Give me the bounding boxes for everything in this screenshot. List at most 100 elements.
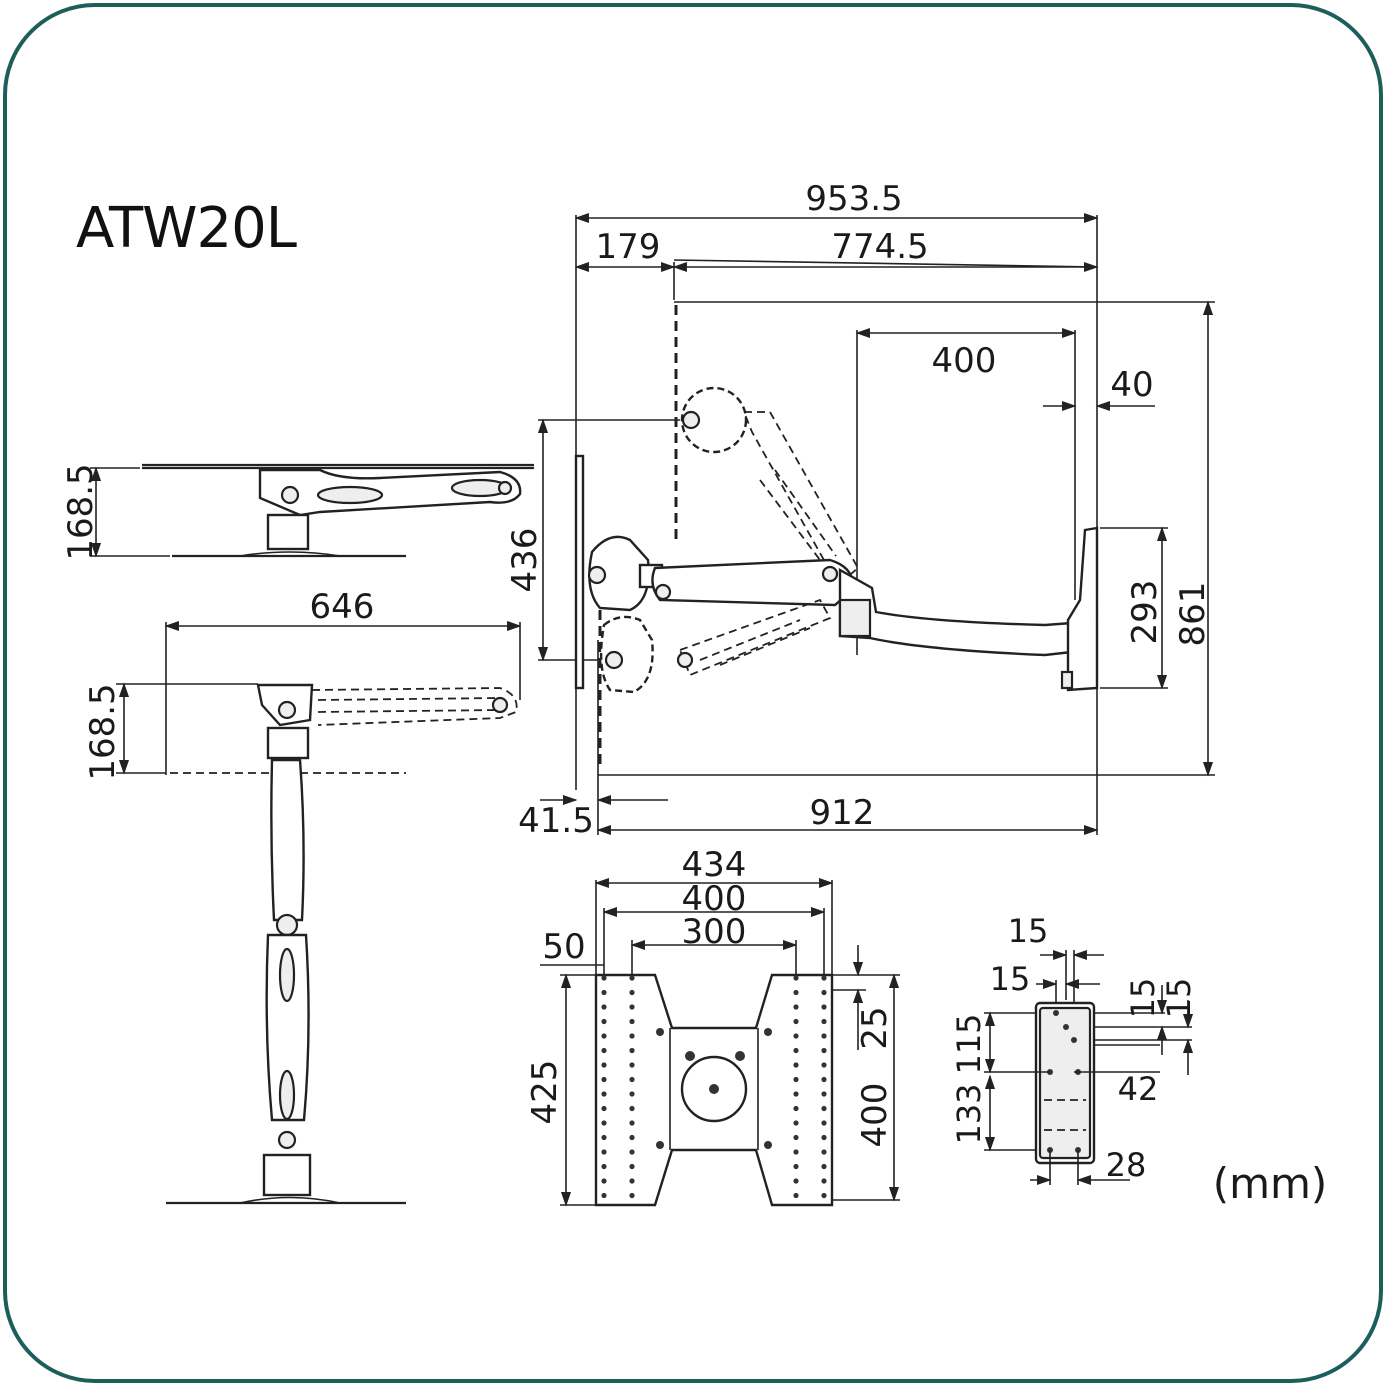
outer-frame [3,3,1383,1383]
wall-plate-view: 15 15 15 15 42 115 133 [950,912,1198,1186]
mount-hole [793,1076,799,1083]
dim-861: 861 [1173,582,1213,647]
mount-hole [601,975,607,981]
mount-hole [601,1047,607,1054]
mount-hole [629,1163,635,1170]
mount-hole [629,1018,635,1025]
mount-hole [629,1047,635,1054]
mount-hole [601,1033,607,1039]
mount-hole [793,1178,799,1184]
mount-hole [629,1178,635,1184]
dim-15-b: 15 [990,960,1031,998]
dim-774-5: 774.5 [831,227,928,267]
dim-15-a: 15 [1008,912,1049,950]
dim-953-5: 953.5 [805,179,902,219]
mount-hole [629,989,635,996]
dim-400-plate: 400 [682,879,747,919]
mount-hole [601,1163,607,1170]
dim-179: 179 [596,227,661,267]
mount-hole [821,1062,827,1068]
mount-hole [821,975,827,981]
dim-115: 115 [950,1013,988,1074]
mount-hole [601,1120,607,1126]
mount-hole [821,1134,827,1141]
mount-hole [821,989,827,996]
unit-label: (mm) [1213,1159,1328,1208]
dim-646: 646 [310,587,375,627]
mount-hole [629,1062,635,1068]
dim-15-c: 15 [1124,978,1162,1019]
mount-hole [793,975,799,981]
mount-hole [793,1004,799,1010]
mount-hole [629,1091,635,1097]
mount-hole [601,989,607,996]
dim-133: 133 [950,1083,988,1144]
mount-hole [793,1105,799,1112]
mount-hole [601,1091,607,1097]
dim-434: 434 [682,845,747,885]
dim-300: 300 [682,912,747,952]
arm-lowered [599,598,832,694]
mount-hole [629,1033,635,1039]
dim-293: 293 [1125,580,1165,645]
mount-hole [793,1163,799,1170]
tilt-head [587,535,664,612]
mount-hole [629,1134,635,1141]
mount-hole [793,989,799,996]
dim-25: 25 [855,1006,895,1049]
mount-hole [821,1047,827,1054]
mount-hole [601,1149,607,1155]
dim-168-5-b: 168.5 [83,683,123,780]
dim-40: 40 [1110,365,1153,405]
mount-plate-view: 434 400 300 50 425 25 400 [525,845,900,1207]
mount-hole [821,1163,827,1170]
mount-hole [821,1033,827,1039]
mount-hole [601,1004,607,1010]
mount-hole [821,1076,827,1083]
dim-168-5-a: 168.5 [61,463,101,560]
dim-41-5: 41.5 [518,801,594,841]
mount-hole [821,1091,827,1097]
mount-hole [629,975,635,981]
mount-hole [793,1062,799,1068]
mount-hole [601,1062,607,1068]
mount-hole [793,1018,799,1025]
mount-hole [601,1134,607,1141]
mount-hole [821,1120,827,1126]
mount-hole [601,1192,607,1199]
mount-hole [629,1149,635,1155]
dim-15-d: 15 [1160,978,1198,1019]
mount-hole [793,1192,799,1199]
mount-hole [793,1047,799,1054]
dim-400-side: 400 [932,341,997,381]
mount-hole [793,1033,799,1039]
mount-hole [601,1178,607,1184]
wall-bracket [1060,526,1099,692]
main-arm [651,558,1092,657]
top-view-upper: 168.5 [61,463,534,561]
tilt-head-raised [680,386,860,587]
mount-hole [821,1018,827,1025]
dim-912: 912 [810,793,875,833]
dim-42: 42 [1118,1070,1159,1108]
side-view: 953.5 179 774.5 861 400 40 293 436 [505,179,1215,841]
dim-436: 436 [505,528,545,593]
mount-hole [821,1105,827,1112]
mount-hole [629,1076,635,1083]
mount-hole [821,1004,827,1010]
mount-hole [793,1134,799,1141]
dim-425: 425 [525,1060,565,1125]
mount-hole [793,1091,799,1097]
dim-28: 28 [1106,1146,1147,1184]
mount-hole [601,1076,607,1083]
mount-hole [821,1149,827,1155]
mount-hole [629,1105,635,1112]
top-view-lower: 646 168.5 [83,587,522,1205]
screen-panel-solid [574,454,585,690]
mount-hole [793,1149,799,1155]
mount-hole [821,1178,827,1184]
dim-400-plate-h: 400 [855,1083,895,1148]
mount-hole [601,1105,607,1112]
model-title: ATW20L [76,196,297,261]
